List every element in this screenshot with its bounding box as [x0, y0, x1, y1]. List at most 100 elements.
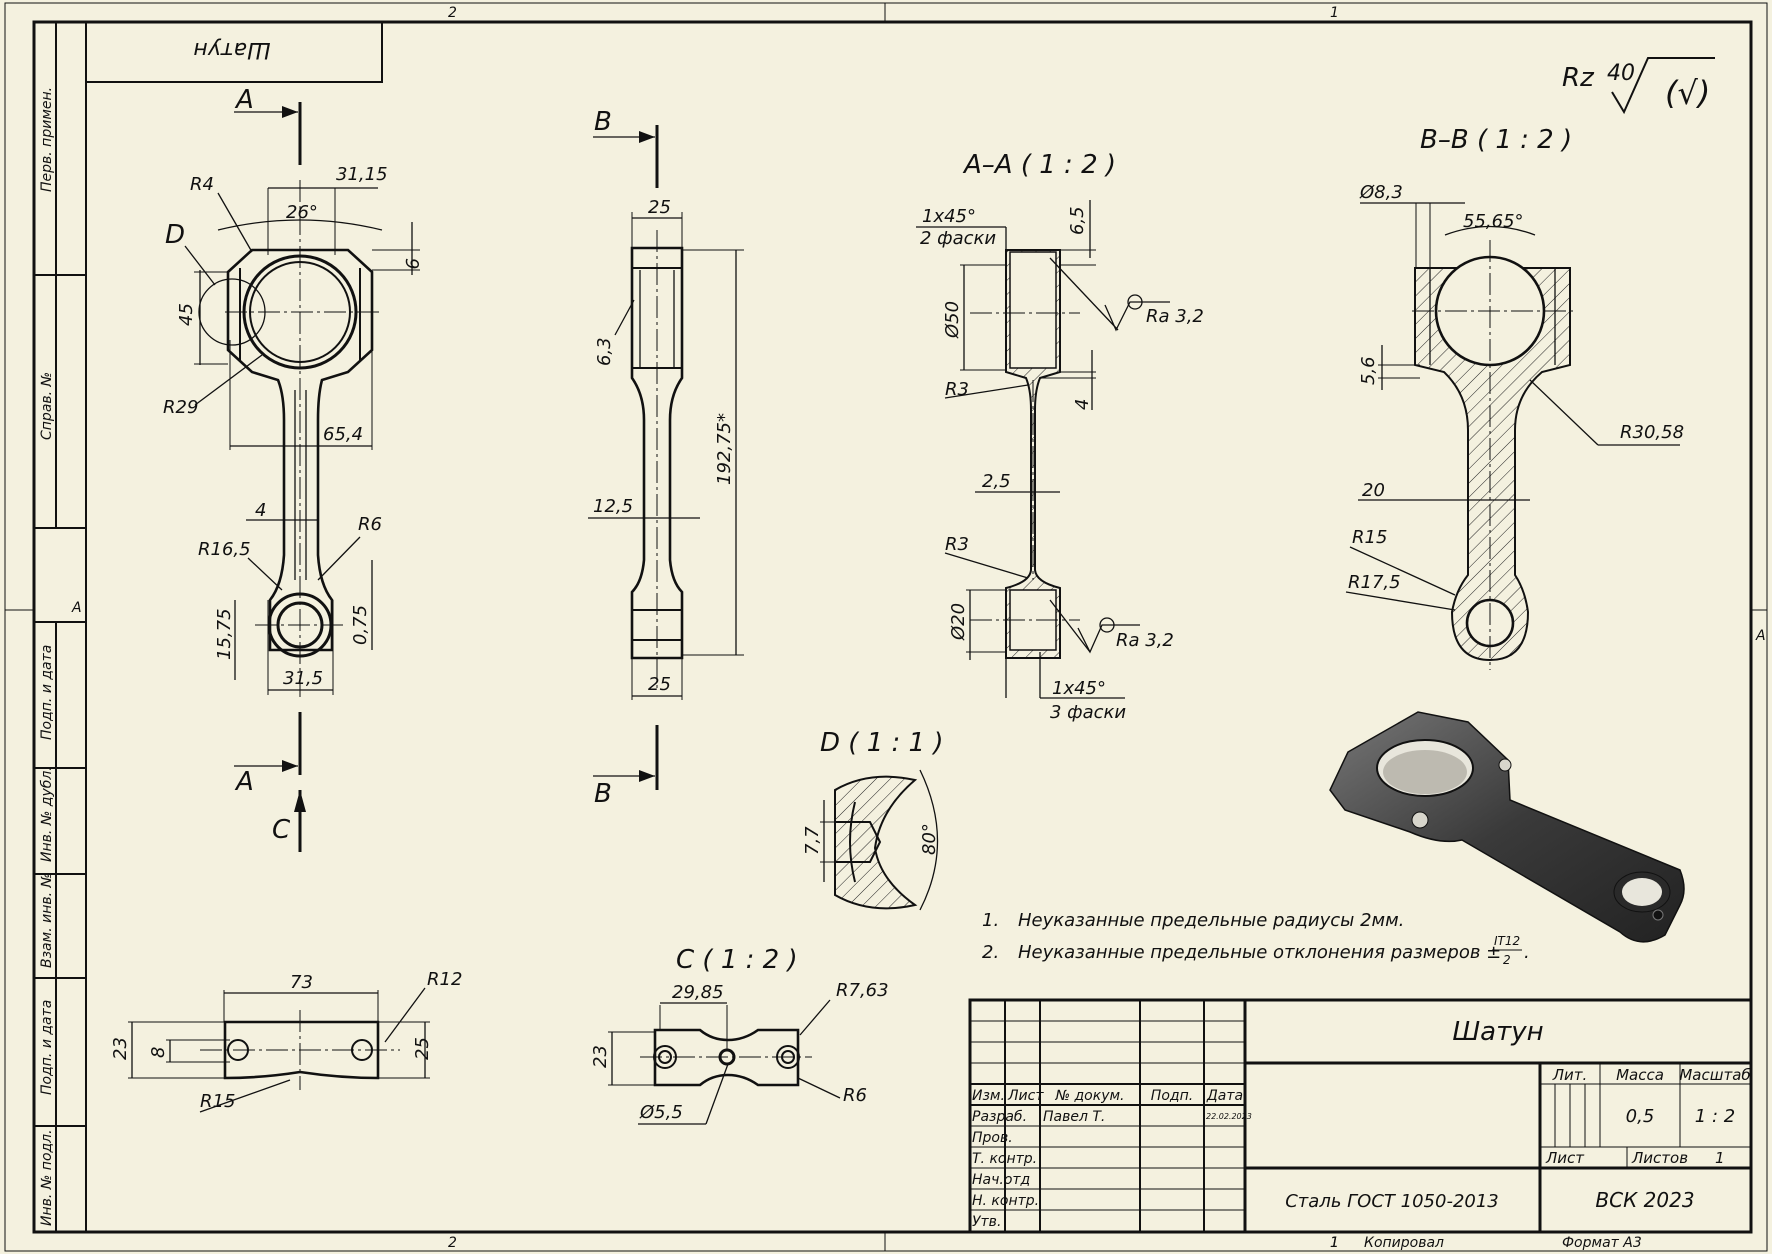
front-dim-45: 45 [176, 303, 197, 326]
footer-copied: Копировал [1364, 1235, 1444, 1251]
side-perv-primen: Перв. примен. [39, 87, 55, 192]
side-dim-12-5: 12,5 [593, 496, 633, 517]
cap-dim-8: 8 [148, 1047, 169, 1058]
detail-d-title: D ( 1 : 1 ) [820, 728, 943, 758]
aa-dim-r3-bottom: R3 [945, 534, 969, 555]
section-a-bottom: A [234, 767, 254, 797]
note-2-end: . [1524, 942, 1530, 963]
note-1-text: Неуказанные предельные радиусы 2мм. [1018, 910, 1404, 931]
section-aa-title: A–A ( 1 : 2 ) [962, 150, 1116, 180]
bb-dim-20: 20 [1362, 480, 1385, 501]
footer: 1 Копировал Формат А3 [1330, 1235, 1642, 1251]
footer-format: Формат А3 [1562, 1235, 1642, 1251]
roughness-symbol-text: (√) [1665, 74, 1710, 112]
section-a-top: A [234, 85, 254, 115]
front-view: A A C D R4 31,15 26° [163, 85, 422, 852]
side-sprav-no: Справ. № [39, 372, 55, 440]
aa-dim-chamfer-bottom-note: 3 фаски [1050, 702, 1126, 723]
bb-dim-d8-3: Ø8,3 [1359, 182, 1403, 203]
bb-dim-55-65: 55,65° [1463, 211, 1524, 232]
section-bb: B–B ( 1 : 2 ) Ø8,3 55,65° 5,6 R30,58 20 … [1345, 125, 1684, 670]
side-dim-25-bottom: 25 [648, 674, 671, 695]
cap-dim-73: 73 [290, 972, 313, 993]
front-dim-15-75: 15,75 [214, 608, 235, 660]
front-dim-9: 9 [401, 258, 422, 269]
aa-dim-d20: Ø20 [948, 603, 969, 641]
note-1-num: 1. [982, 910, 999, 931]
front-dim-r6: R6 [358, 514, 382, 535]
aa-dim-chamfer-bottom: 1x45° [1052, 678, 1106, 699]
cap-dim-25: 25 [412, 1037, 433, 1060]
aa-dim-4: 4 [1072, 399, 1093, 410]
row-n-kontr: Н. контр. [972, 1193, 1039, 1209]
title-lit-label: Лит. [1552, 1066, 1588, 1084]
aa-dim-6-5: 6,5 [1067, 206, 1088, 235]
cap-dim-r15: R15 [200, 1091, 235, 1112]
aa-dim-chamfer-top-note: 2 фаски [920, 228, 996, 249]
cap-dim-23: 23 [110, 1037, 131, 1060]
side-dim-6-3: 6,3 [594, 337, 615, 366]
view-c-dim-29-85: 29,85 [672, 982, 724, 1003]
detail-d-dim-7-7: 7,7 [802, 826, 823, 855]
front-dim-0-75: 0,75 [350, 605, 371, 645]
view-c-dim-r6: R6 [843, 1085, 867, 1106]
front-dim-65-4: 65,4 [323, 424, 363, 445]
row-nach-otd: Нач.отд [972, 1172, 1030, 1188]
note-2-num: 2. [982, 942, 999, 963]
col-list: Лист [1007, 1088, 1044, 1104]
side-dim-192-75: 192,75* [714, 413, 735, 485]
section-aa: A–A ( 1 : 2 ) 1x45° 2 фаски 6,5 Ra 3,2 Ø… [916, 150, 1204, 723]
title-sheets-label: Листов [1631, 1149, 1688, 1167]
title-sheet-label: Лист [1545, 1149, 1585, 1167]
col-doc: № докум. [1054, 1088, 1124, 1104]
title-block: Шатун Сталь ГОСТ 1050-2013 ВСК 2023 Лит.… [968, 998, 1753, 1234]
roughness-value: 40 [1607, 61, 1635, 86]
zone-side-right: A [1755, 628, 1766, 644]
aa-dim-ra-bottom: Ra 3,2 [1116, 630, 1174, 651]
side-inv-podl: Инв. № подл. [39, 1129, 55, 1226]
cap-view: 73 R12 23 8 25 R15 [110, 969, 462, 1113]
bb-dim-5-6: 5,6 [1358, 356, 1379, 385]
view-c-dim-23: 23 [590, 1045, 611, 1068]
bb-dim-r17-5: R17,5 [1348, 572, 1401, 593]
title-name: Шатун [1452, 1017, 1543, 1047]
front-dim-26deg: 26° [286, 202, 318, 223]
roughness-symbol: Rz 40 (√) [1562, 57, 1715, 115]
view-c-dim-r7-63: R7,63 [836, 980, 889, 1001]
bb-dim-r30-58: R30,58 [1620, 422, 1684, 443]
zone-side-left: A [71, 600, 82, 616]
side-podp-data-1: Подп. и дата [39, 645, 55, 740]
title-scale-label: Масштаб [1679, 1066, 1750, 1084]
view-c-label: C [272, 815, 291, 845]
note-2-frac-bottom: 2 [1503, 953, 1511, 967]
aa-dim-ra-top: Ra 3,2 [1146, 306, 1204, 327]
side-vzam-inv: Взам. инв. № [39, 873, 55, 968]
corner-label-box: Шатун [86, 22, 383, 83]
zone-bottom-right: 1 [1330, 1235, 1339, 1251]
corner-label: Шатун [193, 37, 270, 62]
zone-top-left: 2 [448, 5, 457, 21]
notes: 1. Неуказанные предельные радиусы 2мм. 2… [982, 910, 1530, 967]
side-dim-25-top: 25 [648, 197, 671, 218]
detail-d-view: D ( 1 : 1 ) 7,7 80° [802, 728, 943, 911]
front-dim-r4: R4 [190, 174, 214, 195]
row-prov: Пров. [972, 1130, 1013, 1146]
front-dim-4: 4 [255, 500, 266, 521]
view-c: C ( 1 : 2 ) 29,85 R7,63 23 Ø5,5 R6 [590, 945, 889, 1125]
col-podp: Подп. [1151, 1088, 1193, 1104]
aa-dim-2-5: 2,5 [982, 471, 1011, 492]
front-dim-r29: R29 [163, 397, 198, 418]
title-sheets-value: 1 [1715, 1149, 1725, 1167]
note-2-text: Неуказанные предельные отклонения размер… [1018, 942, 1501, 963]
title-mass-label: Масса [1616, 1066, 1664, 1084]
row-t-kontr: Т. контр. [972, 1151, 1037, 1167]
view-c-dim-d5-5: Ø5,5 [639, 1102, 683, 1123]
bb-dim-r15: R15 [1352, 527, 1387, 548]
detail-d-dim-80deg: 80° [919, 823, 940, 855]
view-c-title: C ( 1 : 2 ) [676, 945, 798, 975]
side-podp-data-2: Подп. и дата [39, 1000, 55, 1095]
side-stamp: Перв. примен. Справ. № Подп. и дата Инв.… [34, 22, 86, 1232]
title-material: Сталь ГОСТ 1050-2013 [1285, 1191, 1499, 1212]
aa-dim-chamfer-top: 1x45° [922, 206, 976, 227]
